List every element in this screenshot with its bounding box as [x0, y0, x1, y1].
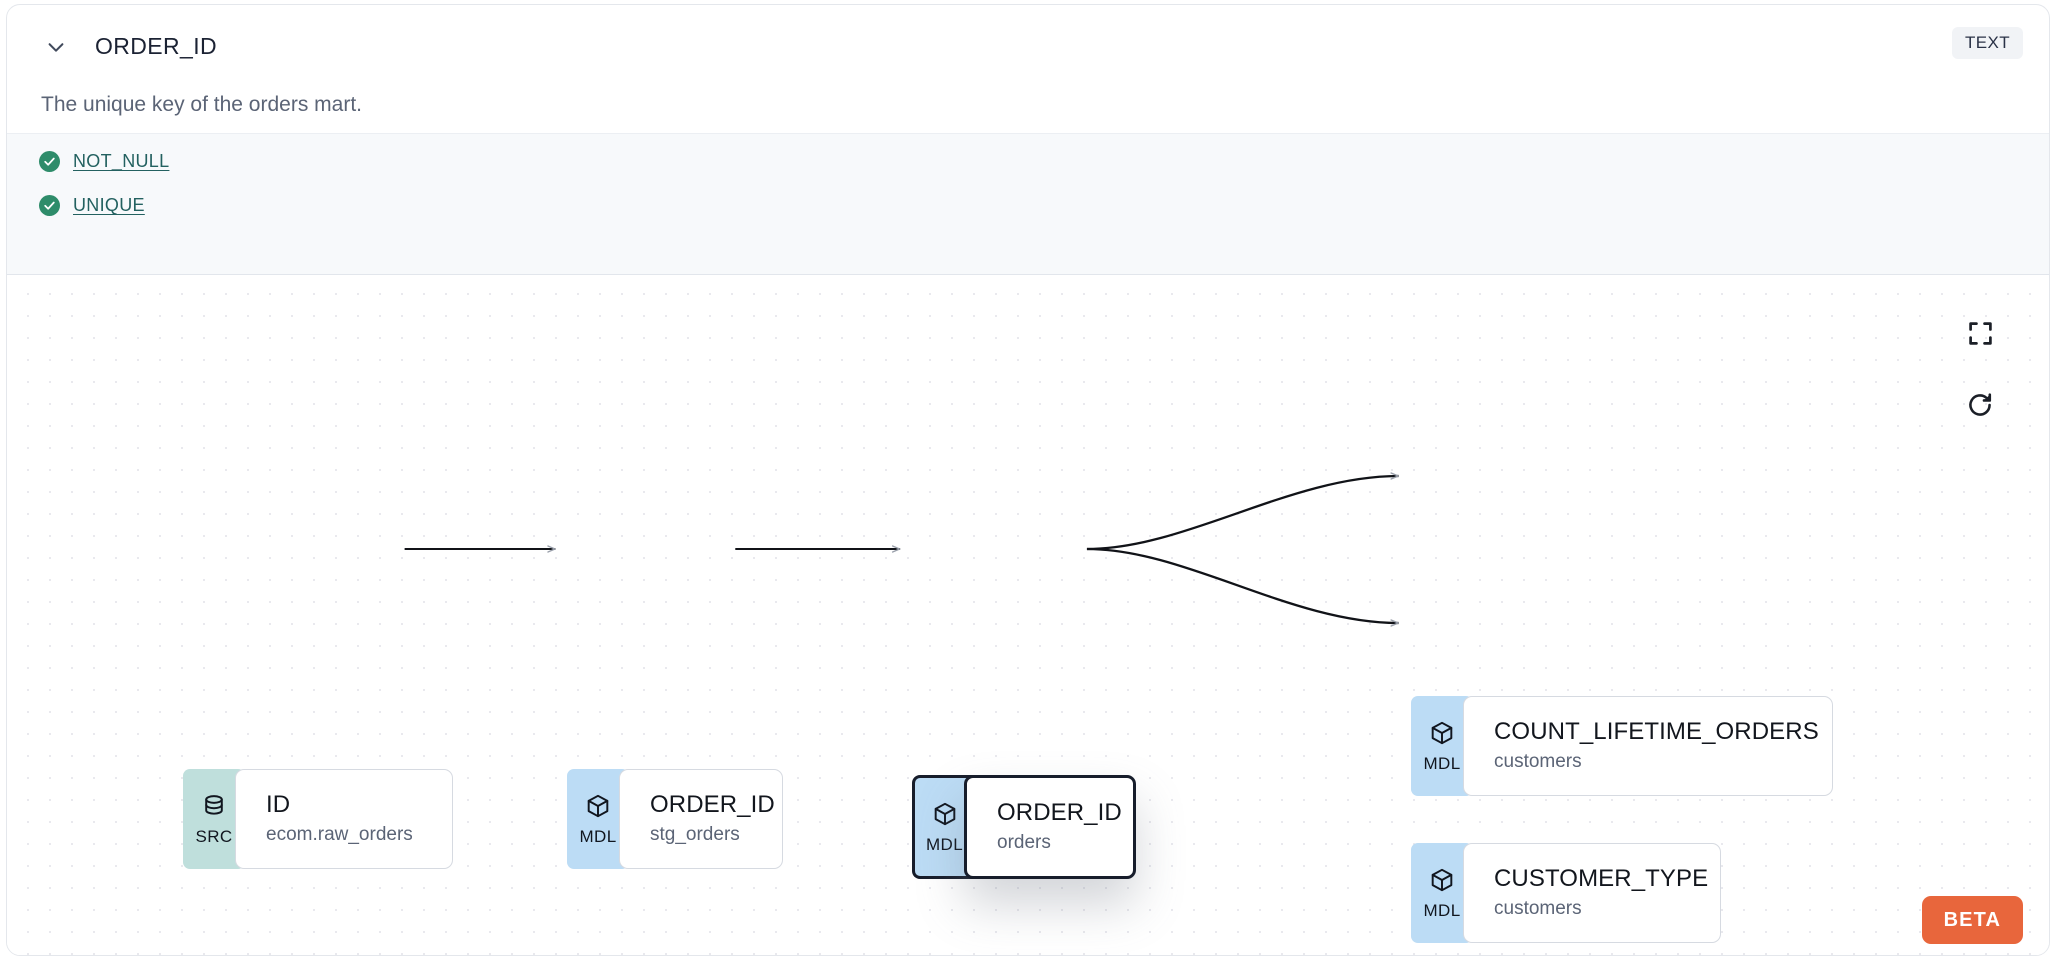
node-badge-label: MDL [925, 835, 964, 854]
column-description: The unique key of the orders mart. [41, 93, 362, 116]
card-header: ORDER_ID TEXT The unique key of the orde… [7, 5, 2049, 133]
node-badge: MDL [567, 769, 629, 869]
test-name-link[interactable]: NOT_NULL [73, 151, 170, 171]
check-circle-icon [39, 151, 60, 172]
lineage-node-customer-type[interactable]: MDL CUSTOMER_TYPE customers [1411, 843, 1721, 943]
header-title-row: ORDER_ID [43, 33, 217, 60]
lineage-node-src[interactable]: SRC ID ecom.raw_orders [183, 769, 453, 869]
lineage-node-stg-orders[interactable]: MDL ORDER_ID stg_orders [567, 769, 783, 869]
page-title: ORDER_ID [95, 33, 218, 59]
node-badge-label: SRC [195, 827, 233, 846]
cube-icon [585, 793, 611, 824]
test-row[interactable]: NOT_NULL [39, 151, 169, 172]
node-table-name: customers [1494, 897, 1582, 919]
node-body: ORDER_ID orders [964, 775, 1136, 879]
canvas-controls [1949, 297, 2011, 441]
cube-icon [932, 801, 958, 832]
node-column-name: COUNT_LIFETIME_ORDERS [1494, 718, 1819, 746]
edge-orders-clo [1086, 472, 1399, 551]
node-column-name: ORDER_ID [650, 791, 775, 819]
lineage-canvas[interactable]: SRC ID ecom.raw_orders [7, 275, 2049, 955]
column-detail-card: ORDER_ID TEXT The unique key of the orde… [6, 4, 2050, 956]
node-body: ID ecom.raw_orders [235, 769, 453, 869]
node-body: CUSTOMER_TYPE customers [1463, 843, 1721, 943]
cube-icon [1429, 720, 1455, 751]
node-badge: MDL [912, 775, 974, 879]
node-body: ORDER_ID stg_orders [619, 769, 783, 869]
database-icon [201, 793, 227, 824]
node-table-name: orders [997, 831, 1051, 853]
node-table-name: ecom.raw_orders [266, 823, 413, 845]
chevron-down-icon[interactable] [43, 34, 69, 60]
node-badge: MDL [1411, 696, 1473, 796]
data-type-badge: TEXT [1951, 27, 2023, 59]
node-table-name: stg_orders [650, 823, 740, 845]
check-circle-icon [39, 195, 60, 216]
node-column-name: ORDER_ID [997, 799, 1122, 827]
beta-badge[interactable]: BETA [1921, 896, 2023, 944]
node-column-name: ID [266, 791, 291, 819]
fit-view-icon[interactable] [1949, 297, 2011, 369]
edge-orders-ct [1086, 547, 1399, 627]
refresh-icon[interactable] [1949, 369, 2011, 441]
node-badge: SRC [183, 769, 245, 869]
node-column-name: CUSTOMER_TYPE [1494, 865, 1709, 893]
node-badge-label: MDL [1423, 754, 1461, 773]
node-table-name: customers [1494, 750, 1582, 772]
lineage-node-count-lifetime-orders[interactable]: MDL COUNT_LIFETIME_ORDERS customers [1411, 696, 1833, 796]
tests-section: NOT_NULL UNIQUE [7, 133, 2049, 275]
cube-icon [1429, 867, 1455, 898]
test-name-link[interactable]: UNIQUE [73, 195, 145, 215]
lineage-node-orders-selected[interactable]: MDL ORDER_ID orders [912, 775, 1136, 879]
node-badge-label: MDL [1423, 901, 1461, 920]
test-row[interactable]: UNIQUE [39, 195, 145, 216]
node-body: COUNT_LIFETIME_ORDERS customers [1463, 696, 1833, 796]
node-badge: MDL [1411, 843, 1473, 943]
node-badge-label: MDL [579, 827, 617, 846]
